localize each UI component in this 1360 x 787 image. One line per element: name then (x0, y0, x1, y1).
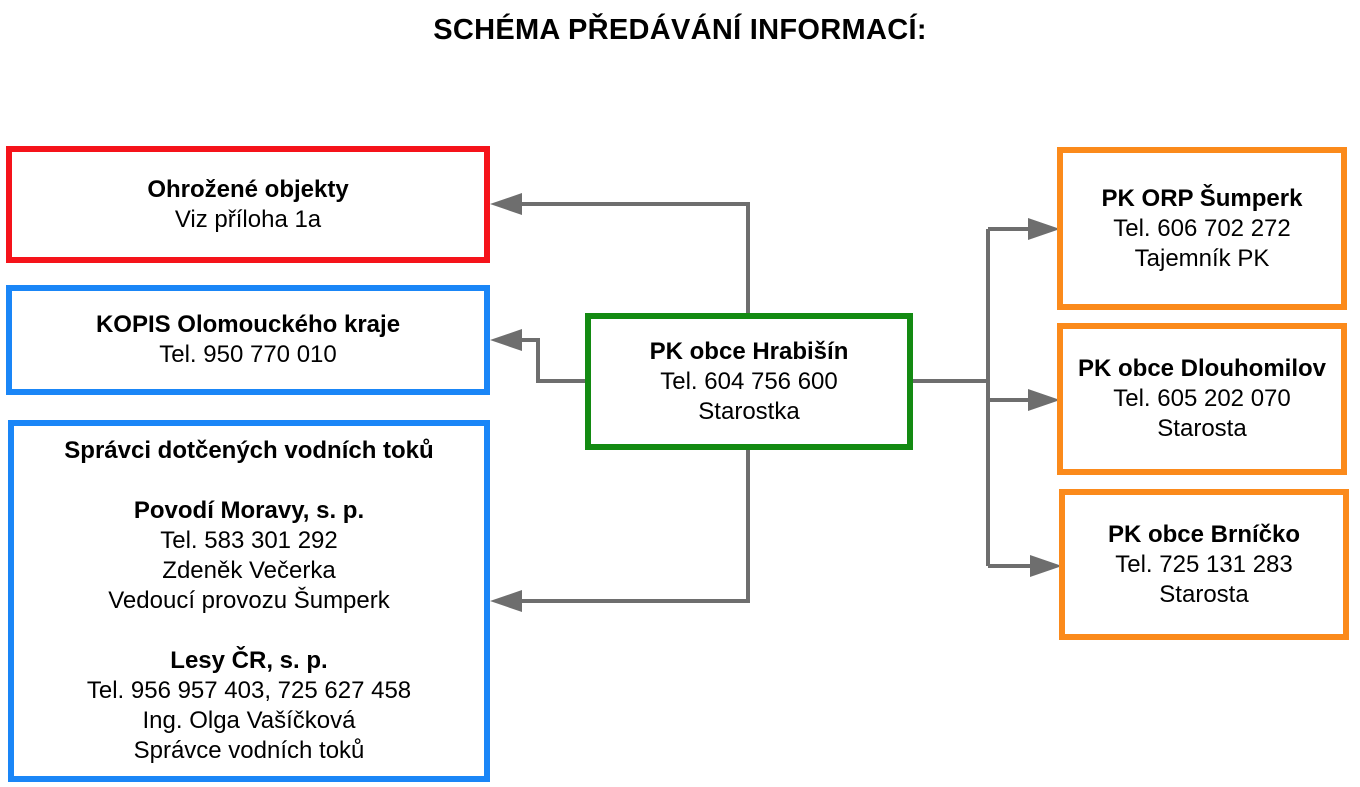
box-center-hrabisin: PK obce Hrabišín Tel. 604 756 600 Staros… (585, 313, 913, 450)
diagram-title: SCHÉMA PŘEDÁVÁNÍ INFORMACÍ: (433, 14, 927, 46)
orp-phone: Tel. 606 702 272 (1113, 214, 1291, 242)
povodi-person: Zdeněk Večerka (162, 557, 336, 584)
brnicko-phone: Tel. 725 131 283 (1115, 550, 1293, 578)
brnicko-role: Starosta (1159, 580, 1249, 608)
box-brnicko: PK obce Brníčko Tel. 725 131 283 Starost… (1059, 489, 1349, 640)
arrowhead-endangered (490, 193, 522, 215)
lesy-phone: Tel. 956 957 403, 725 627 458 (86, 677, 412, 704)
arrowhead-orp (1028, 218, 1060, 240)
lesy-person: Ing. Olga Vašíčková (142, 707, 356, 734)
arrowhead-kopis (490, 329, 522, 351)
endangered-objects-name: Ohrožené objekty (147, 175, 349, 203)
center-phone: Tel. 604 756 600 (660, 367, 838, 395)
brnicko-name: PK obce Brníčko (1107, 520, 1301, 548)
box-water-managers: Správci dotčených vodních toků Povodí Mo… (8, 420, 490, 782)
arrowhead-brnicko (1030, 555, 1062, 577)
orp-role: Tajemník PK (1134, 244, 1270, 272)
kopis-name: KOPIS Olomouckého kraje (95, 311, 401, 338)
dlouhomilov-phone: Tel. 605 202 070 (1113, 385, 1291, 412)
lesy-name: Lesy ČR, s. p. (170, 647, 328, 674)
povodi-role: Vedoucí provozu Šumperk (108, 587, 390, 614)
center-role: Starostka (698, 397, 800, 425)
connector-center-to-water (520, 448, 750, 603)
povodi-name: Povodí Moravy, s. p. (133, 497, 365, 524)
water-managers-heading: Správci dotčených vodních toků (64, 437, 434, 464)
box-kopis: KOPIS Olomouckého kraje Tel. 950 770 010 (6, 285, 490, 395)
dlouhomilov-name: PK obce Dlouhomilov (1077, 355, 1326, 382)
povodi-phone: Tel. 583 301 292 (160, 527, 338, 554)
kopis-phone: Tel. 950 770 010 (159, 341, 337, 368)
arrowhead-water (490, 590, 522, 612)
connector-center-to-kopis (520, 338, 588, 383)
arrowhead-dlouhomilov (1028, 389, 1060, 411)
orp-name: PK ORP Šumperk (1101, 184, 1303, 212)
box-dlouhomilov: PK obce Dlouhomilov Tel. 605 202 070 Sta… (1057, 323, 1347, 475)
center-name: PK obce Hrabišín (649, 337, 849, 365)
box-endangered-objects: Ohrožené objekty Viz příloha 1a (6, 146, 490, 263)
connector-center-to-endangered (520, 202, 750, 316)
dlouhomilov-role: Starosta (1157, 415, 1247, 442)
box-orp-sumperk: PK ORP Šumperk Tel. 606 702 272 Tajemník… (1057, 147, 1347, 310)
lesy-role: Správce vodních toků (133, 737, 365, 764)
endangered-objects-note: Viz příloha 1a (174, 205, 322, 233)
